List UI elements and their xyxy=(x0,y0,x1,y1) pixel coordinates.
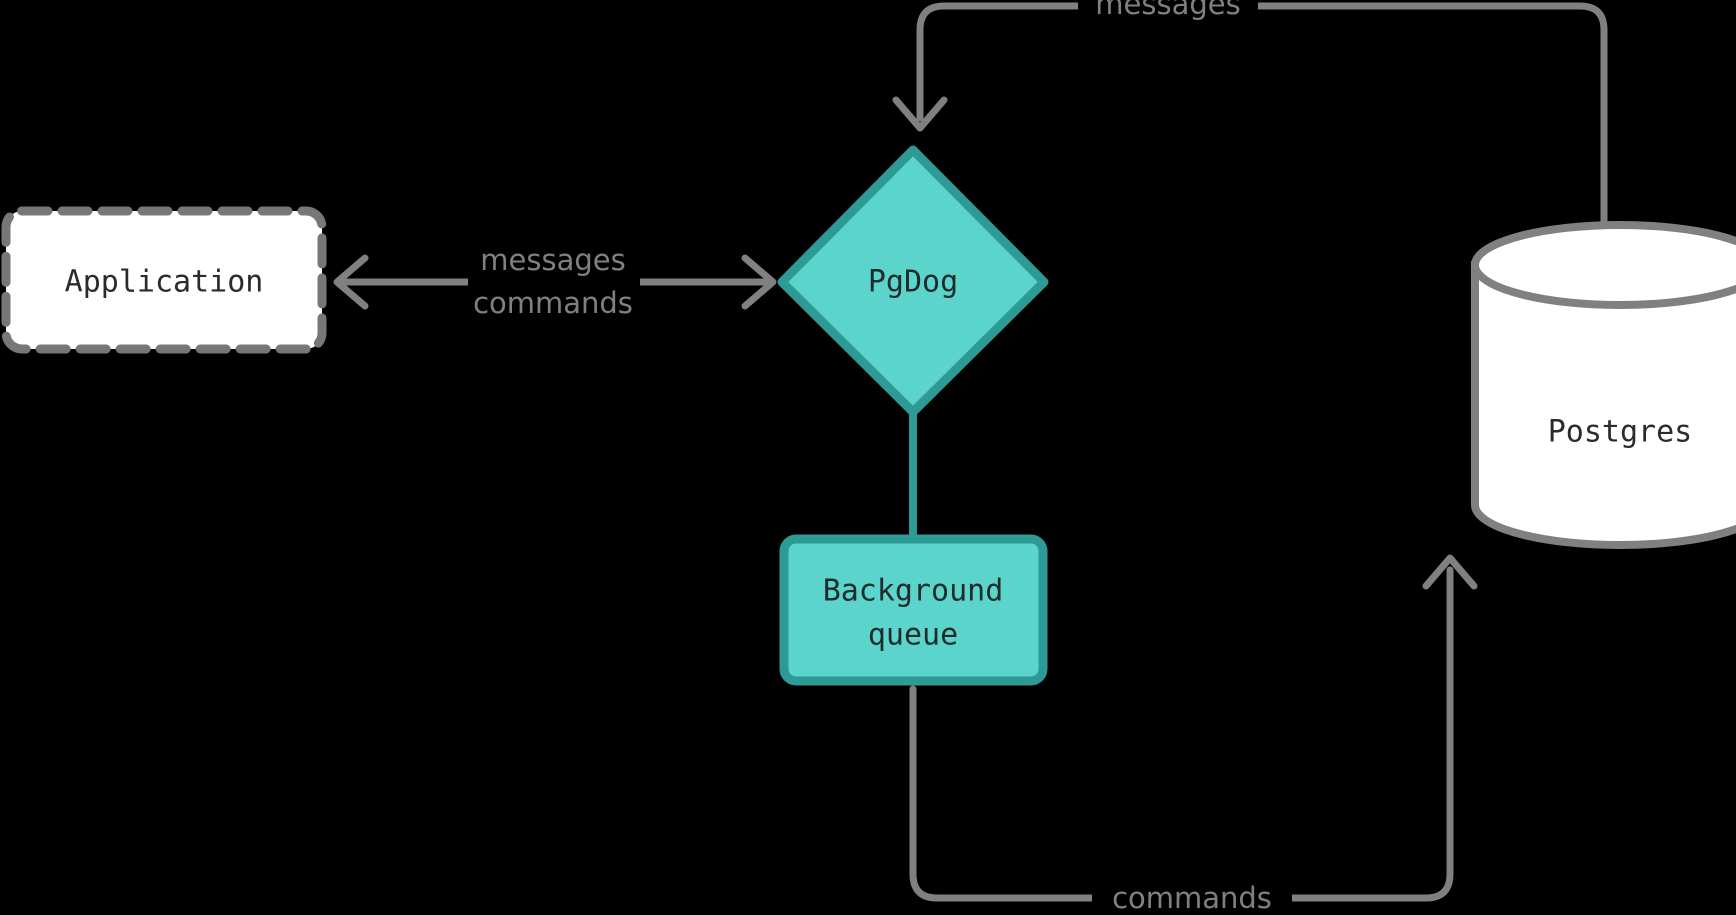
label-backdrop-bottom-commands xyxy=(1092,878,1292,915)
arrowhead-left-application xyxy=(333,254,369,310)
label-backdrop-top-messages xyxy=(1078,0,1258,26)
postgres-cylinder-top xyxy=(1471,221,1736,309)
edge-label-bottom-commands: commands xyxy=(1092,878,1292,915)
label-backdrop-app-pgdog xyxy=(468,240,640,330)
application-label: Application xyxy=(65,265,264,300)
edge-label-top-messages: messages xyxy=(1078,0,1258,26)
edge-label-messages-top: messages xyxy=(1095,0,1240,21)
application-box[interactable] xyxy=(1,206,327,354)
background-queue-label-line1: Background xyxy=(823,574,1004,609)
node-application[interactable]: Application xyxy=(1,206,327,354)
node-background-queue[interactable]: Background queue xyxy=(779,534,1048,686)
edge-label-messages-app: messages xyxy=(480,243,625,277)
edge-label-commands-app: commands xyxy=(473,286,633,320)
edge-postgres-to-pgdog xyxy=(892,2,1608,266)
edge-app-to-pgdog xyxy=(333,254,777,310)
background-queue-box[interactable] xyxy=(779,534,1048,686)
postgres-cylinder-body[interactable] xyxy=(1471,261,1736,549)
arrowhead-right-pgdog xyxy=(741,254,777,310)
edge-line-postgres-pgdog xyxy=(916,2,1608,266)
pgdog-diamond[interactable] xyxy=(777,145,1049,417)
background-queue-label-line2: queue xyxy=(868,618,958,653)
postgres-label: Postgres xyxy=(1548,415,1693,450)
node-pgdog[interactable]: PgDog xyxy=(777,145,1049,417)
edge-label-app-pgdog: messages commands xyxy=(468,240,640,330)
node-postgres[interactable]: Postgres xyxy=(1471,221,1736,549)
arrowhead-down-pgdog xyxy=(892,96,948,132)
pgdog-label: PgDog xyxy=(868,265,958,300)
edge-label-commands-bottom: commands xyxy=(1112,881,1272,915)
arrowhead-up-postgres xyxy=(1422,554,1478,590)
